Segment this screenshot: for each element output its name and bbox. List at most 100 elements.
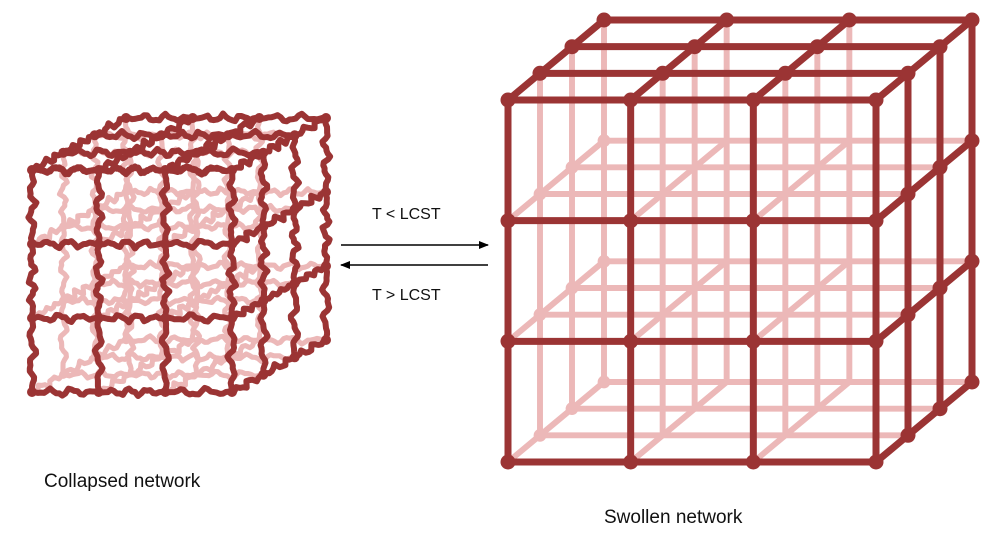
back-node bbox=[597, 375, 611, 389]
strand bbox=[158, 128, 231, 142]
strand bbox=[60, 132, 98, 156]
crosslink-node bbox=[964, 12, 980, 28]
crosslink-node bbox=[623, 92, 639, 108]
crosslink-node bbox=[258, 369, 269, 380]
back-strand bbox=[814, 137, 853, 171]
crosslink-node bbox=[160, 313, 171, 323]
back-strand bbox=[60, 206, 98, 230]
strand bbox=[29, 238, 102, 252]
crosslink-node bbox=[227, 165, 237, 175]
crosslink-node bbox=[321, 335, 331, 345]
strand bbox=[260, 132, 298, 156]
crosslink-node bbox=[745, 333, 761, 349]
crosslink-node bbox=[258, 295, 269, 306]
strand bbox=[95, 238, 169, 252]
back-strand bbox=[537, 405, 575, 439]
strand bbox=[29, 164, 102, 178]
back-strand bbox=[96, 224, 133, 247]
strand bbox=[29, 385, 102, 399]
back-strand bbox=[256, 334, 329, 347]
crosslink-node bbox=[160, 239, 171, 249]
strand bbox=[92, 241, 106, 321]
strand bbox=[260, 354, 298, 378]
strand bbox=[162, 384, 235, 398]
strand bbox=[229, 149, 267, 173]
back-strand bbox=[569, 379, 607, 412]
crosslink-node bbox=[27, 165, 37, 175]
crosslink-node bbox=[121, 113, 131, 123]
crosslink-node bbox=[868, 333, 884, 349]
strand bbox=[26, 315, 40, 395]
back-strand bbox=[190, 185, 262, 199]
back-strand bbox=[96, 372, 133, 395]
reverse-condition-label: T > LCST bbox=[372, 287, 441, 304]
crosslink-node bbox=[868, 213, 884, 229]
back-strand bbox=[782, 405, 821, 439]
strand bbox=[257, 223, 271, 304]
crosslink-node bbox=[964, 253, 980, 269]
back-strand bbox=[814, 379, 853, 412]
strand bbox=[225, 241, 239, 321]
back-strand bbox=[659, 405, 698, 439]
strand bbox=[158, 115, 196, 139]
crosslink-node bbox=[258, 147, 269, 158]
strand bbox=[288, 206, 302, 287]
strand bbox=[291, 115, 329, 139]
back-strand bbox=[194, 206, 231, 230]
crosslink-node bbox=[289, 204, 300, 215]
strand bbox=[189, 110, 263, 125]
strand bbox=[95, 385, 169, 399]
back-node bbox=[533, 187, 547, 201]
crosslink-node bbox=[745, 454, 761, 470]
crosslink-node bbox=[655, 65, 671, 81]
back-strand bbox=[127, 280, 164, 304]
strand bbox=[224, 315, 238, 395]
crosslink-node bbox=[187, 113, 198, 123]
crosslink-node bbox=[868, 454, 884, 470]
crosslink-node bbox=[719, 12, 735, 28]
back-strand bbox=[190, 259, 262, 272]
back-node bbox=[565, 402, 579, 416]
back-strand bbox=[190, 333, 262, 346]
crosslink-node bbox=[623, 213, 639, 229]
strand bbox=[95, 163, 169, 177]
strand bbox=[257, 149, 271, 230]
crosslink-node bbox=[745, 92, 761, 108]
crosslink-node bbox=[932, 159, 948, 175]
crosslink-node bbox=[289, 278, 300, 289]
transition-arrows bbox=[340, 241, 489, 269]
crosslink-node bbox=[160, 387, 171, 397]
crosslink-node bbox=[868, 92, 884, 108]
strand bbox=[287, 280, 301, 361]
back-strand bbox=[57, 298, 70, 378]
crosslink-node bbox=[227, 313, 237, 323]
crosslink-node bbox=[93, 239, 104, 249]
crosslink-node bbox=[227, 239, 237, 249]
strand bbox=[92, 167, 106, 247]
crosslink-node bbox=[160, 165, 171, 175]
crosslink-node bbox=[258, 221, 269, 232]
back-node bbox=[121, 335, 131, 345]
crosslink-node bbox=[27, 313, 37, 323]
crosslink-node bbox=[27, 239, 37, 249]
strand bbox=[127, 132, 165, 156]
back-node bbox=[121, 261, 131, 271]
strand bbox=[225, 115, 263, 139]
strand bbox=[162, 237, 235, 251]
crosslink-node bbox=[191, 147, 202, 158]
crosslink-node bbox=[254, 113, 265, 123]
back-node bbox=[597, 134, 611, 148]
back-strand bbox=[92, 337, 129, 360]
crosslink-node bbox=[745, 213, 761, 229]
strand bbox=[25, 241, 39, 321]
strand bbox=[225, 127, 298, 142]
crosslink-node bbox=[500, 213, 516, 229]
crosslink-node bbox=[777, 65, 793, 81]
crosslink-node bbox=[932, 401, 948, 417]
crosslink-node bbox=[900, 186, 916, 202]
back-node bbox=[533, 428, 547, 442]
back-strand bbox=[659, 285, 698, 318]
crosslink-node bbox=[223, 130, 233, 141]
crosslink-node bbox=[500, 454, 516, 470]
back-strand bbox=[659, 164, 698, 197]
